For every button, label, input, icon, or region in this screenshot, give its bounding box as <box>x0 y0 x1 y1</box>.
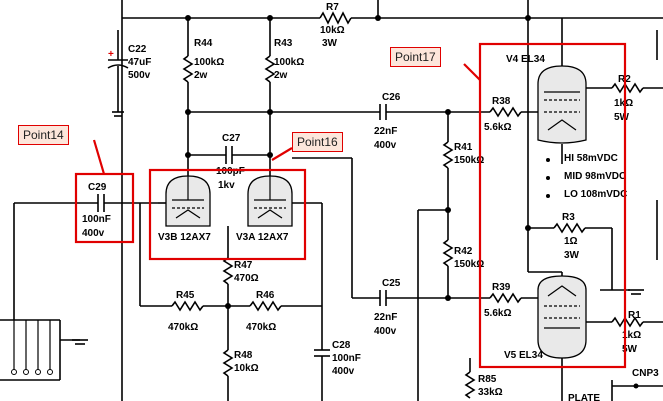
bias-note-hi: HI 58mVDC <box>564 153 618 164</box>
c27-ref: C27 <box>222 133 241 144</box>
bias-notes: HI 58mVDC MID 98mVDC LO 108mVDC <box>546 153 627 200</box>
r7-rating: 3W <box>322 38 338 49</box>
c22-value: 47uF <box>128 57 151 68</box>
c27-capacitor: C27 100pF 1kv <box>185 133 273 191</box>
r42-ref: R42 <box>454 246 473 257</box>
r7-resistor: R7 10kΩ 3W <box>320 2 345 49</box>
v3a-tube: V3A 12AX7 <box>236 175 293 243</box>
r85-resistor: R85 33kΩ <box>464 358 503 399</box>
bias-note-lo: LO 108mVDC <box>564 189 627 200</box>
bias-note-mid: MID 98mVDC <box>564 171 626 182</box>
r2-resistor: R2 1kΩ 5W <box>611 74 663 123</box>
c26-capacitor: C26 22nF 400v <box>374 92 490 151</box>
point16-callout: Point16 <box>292 132 343 152</box>
c22-rating: 500v <box>128 70 151 81</box>
c22-ref: C22 <box>128 44 147 55</box>
r44-value: 100kΩ <box>194 57 224 68</box>
c26-rating: 400v <box>374 140 397 151</box>
r42-resistor: R42 150kΩ <box>442 239 484 301</box>
r3-rating: 3W <box>564 250 580 261</box>
c29-ref: C29 <box>88 182 107 193</box>
r47-resistor: R47 470Ω <box>222 226 259 350</box>
r43-value: 100kΩ <box>274 57 304 68</box>
c28-ref: C28 <box>332 340 351 351</box>
c25-ref: C25 <box>382 278 401 289</box>
c27-value: 100pF <box>216 166 245 177</box>
r41-value: 150kΩ <box>454 155 484 166</box>
r46-value: 470kΩ <box>246 322 276 333</box>
r39-resistor: R39 5.6kΩ <box>484 282 538 319</box>
r1-resistor: R1 1kΩ 5W <box>611 310 663 355</box>
c25-rating: 400v <box>374 326 397 337</box>
r1-ref: R1 <box>628 310 641 321</box>
r2-rating: 5W <box>614 112 630 123</box>
r41-ref: R41 <box>454 142 473 153</box>
c29-value: 100nF <box>82 214 111 225</box>
cnp3-label: CNP3 <box>632 368 659 379</box>
r45-value: 470kΩ <box>168 322 198 333</box>
r85-ref: R85 <box>478 374 497 385</box>
v5-label: V5 EL34 <box>504 350 543 361</box>
c29-rating: 400v <box>82 228 105 239</box>
c28-value: 100nF <box>332 353 361 364</box>
r48-value: 10kΩ <box>234 363 259 374</box>
r45-resistor: R45 470kΩ <box>168 290 228 333</box>
v3a-label: V3A 12AX7 <box>236 232 289 243</box>
r38-ref: R38 <box>492 96 511 107</box>
r2-value: 1kΩ <box>614 98 633 109</box>
r46-resistor: R46 470kΩ <box>228 290 322 333</box>
c25-capacitor: C25 22nF 400v <box>374 278 490 337</box>
c26-value: 22nF <box>374 126 397 137</box>
r38-value: 5.6kΩ <box>484 122 511 133</box>
r48-resistor: R48 10kΩ <box>222 349 259 401</box>
r45-ref: R45 <box>176 290 195 301</box>
r7-value: 10kΩ <box>320 25 345 36</box>
plate-label: PLATE <box>568 393 600 401</box>
r41-resistor: R41 150kΩ <box>442 141 484 240</box>
r3-ref: R3 <box>562 212 575 223</box>
v3b-label: V3B 12AX7 <box>158 232 211 243</box>
point16-box <box>148 168 307 261</box>
c28-capacitor: C28 100nF 400v <box>314 306 361 401</box>
v4-label: V4 EL34 <box>506 54 545 65</box>
input-connector <box>0 319 88 381</box>
r43-resistor: R43 100kΩ 2w <box>264 18 304 180</box>
c29-capacitor: C29 100nF 400v <box>13 182 158 320</box>
r43-ref: R43 <box>274 38 293 49</box>
r47-ref: R47 <box>234 260 253 271</box>
r3-resistor: R3 1Ω 3W <box>525 212 613 290</box>
point14-callout: Point14 <box>18 125 69 145</box>
r48-ref: R48 <box>234 350 253 361</box>
cnp3-connector: CNP3 PLATE <box>568 368 663 401</box>
v4-tube: V4 EL34 <box>506 54 587 144</box>
c28-rating: 400v <box>332 366 355 377</box>
r38-resistor: R38 5.6kΩ <box>484 96 538 133</box>
r39-ref: R39 <box>492 282 511 293</box>
v5-tube: V5 EL34 <box>504 275 587 361</box>
c22-capacitor: + C22 47uF 500v <box>107 30 151 117</box>
r42-value: 150kΩ <box>454 259 484 270</box>
c26-ref: C26 <box>382 92 401 103</box>
r85-value: 33kΩ <box>478 387 503 398</box>
point17-callout: Point17 <box>390 47 441 67</box>
r1-rating: 5W <box>622 344 638 355</box>
c27-rating: 1kv <box>218 180 235 191</box>
r7-ref: R7 <box>326 2 339 13</box>
point17-box <box>478 42 627 369</box>
c25-value: 22nF <box>374 312 397 323</box>
r43-rating: 2w <box>274 70 288 81</box>
r47-value: 470Ω <box>234 273 259 284</box>
c22-polarity: + <box>108 49 114 60</box>
r3-value: 1Ω <box>564 236 578 247</box>
r46-ref: R46 <box>256 290 275 301</box>
r44-resistor: R44 100kΩ 2w <box>182 18 224 180</box>
r44-rating: 2w <box>194 70 208 81</box>
v3b-tube: V3B 12AX7 <box>158 175 211 243</box>
point14-box <box>74 172 135 244</box>
r1-value: 1kΩ <box>622 330 641 341</box>
r39-value: 5.6kΩ <box>484 308 511 319</box>
r44-ref: R44 <box>194 38 213 49</box>
